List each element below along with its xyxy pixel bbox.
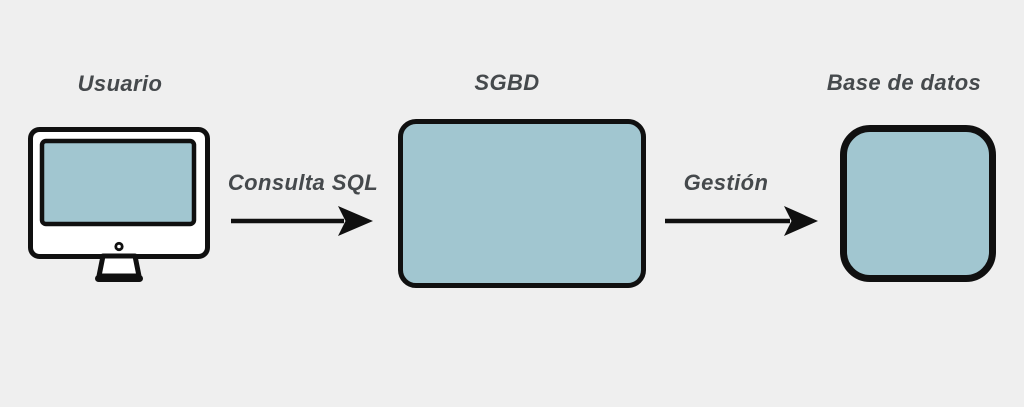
edge-label-gestion: Gestión	[683, 170, 769, 195]
monitor-button-dot	[114, 241, 124, 252]
monitor-screen	[39, 138, 197, 227]
arrow-right-icon-gestion	[665, 206, 818, 236]
monitor-stand-foot	[95, 275, 143, 282]
arrow-head	[784, 206, 818, 236]
arrow-head	[338, 206, 373, 236]
arrow-right-icon-consulta-sql	[231, 206, 373, 236]
monitor-stand-neck	[96, 253, 142, 279]
edge-label-consulta-sql: Consulta SQL	[227, 170, 379, 195]
node-label-base-de-datos: Base de datos	[826, 70, 982, 95]
node-base-de-datos	[840, 125, 996, 282]
node-label-sgbd: SGBD	[474, 70, 540, 95]
node-sgbd	[398, 119, 646, 288]
monitor-icon	[28, 127, 210, 282]
node-label-usuario: Usuario	[77, 71, 163, 96]
